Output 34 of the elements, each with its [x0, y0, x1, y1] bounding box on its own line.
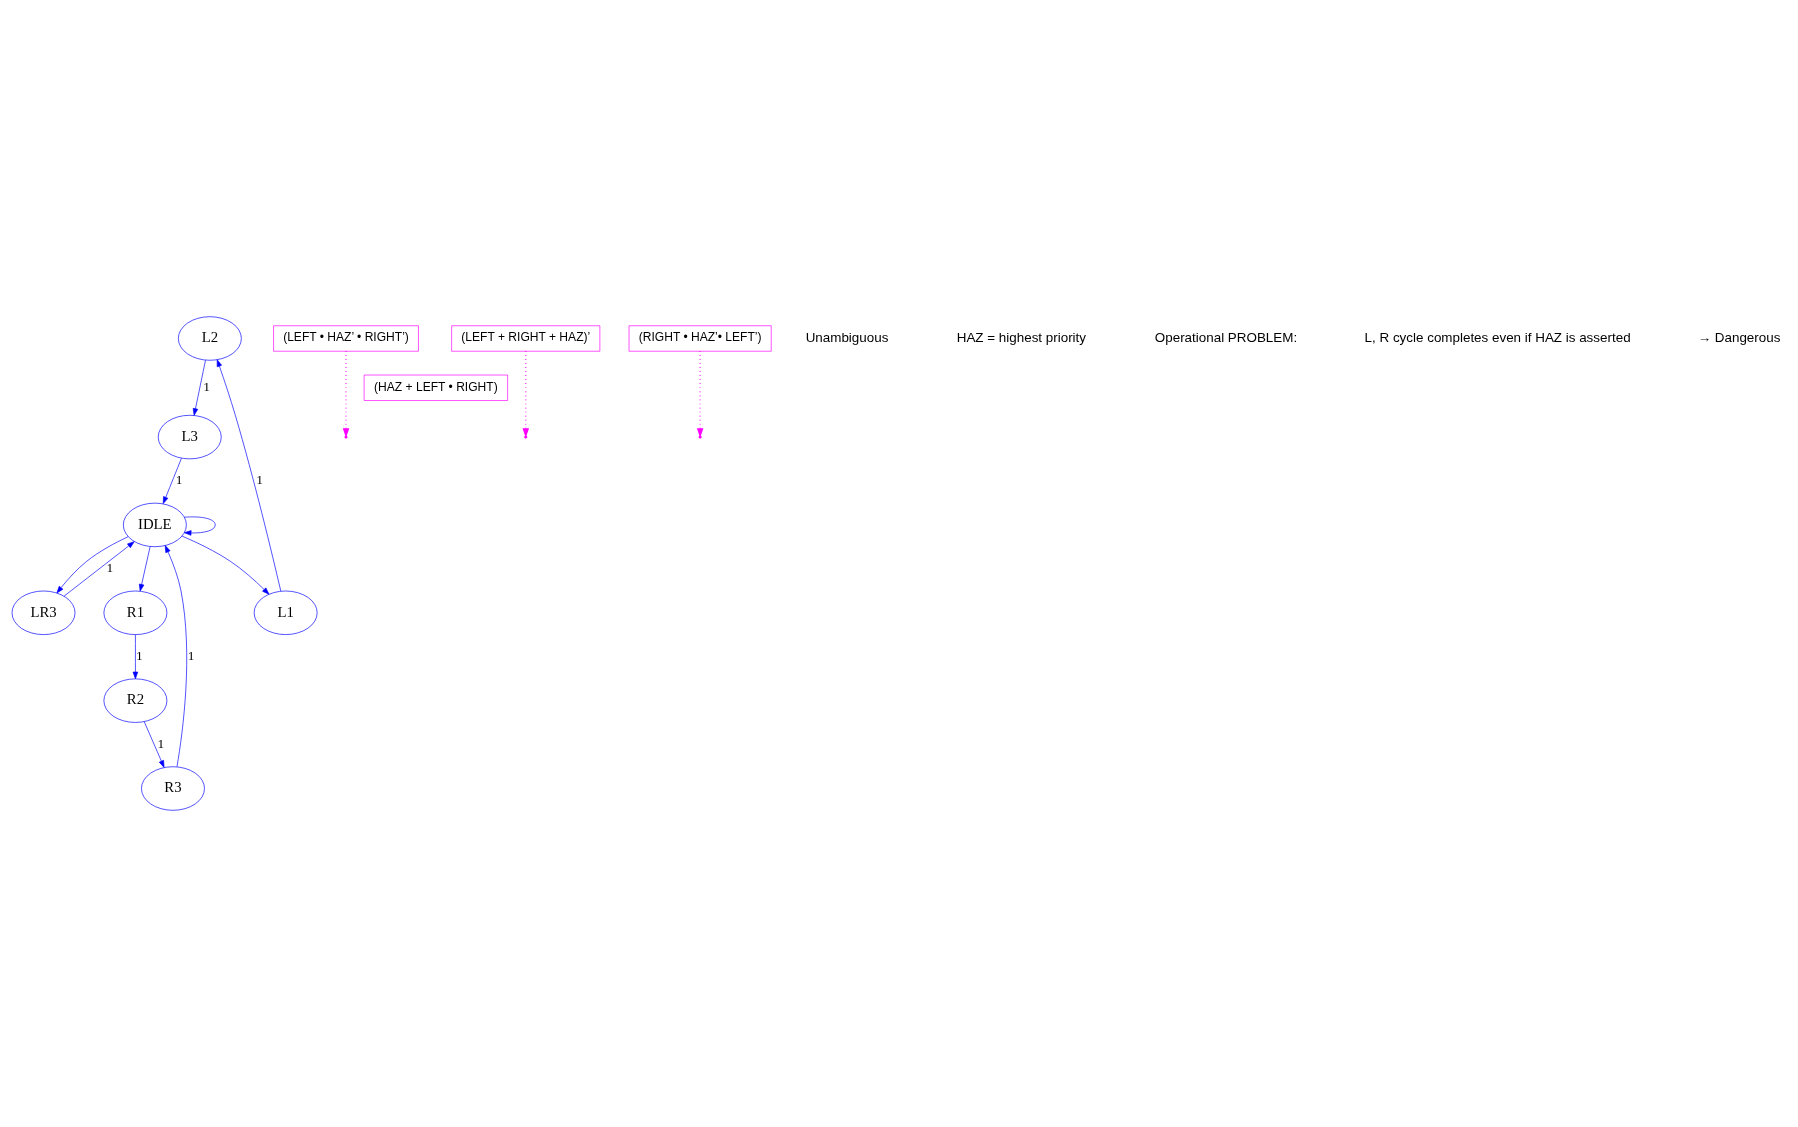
node-ellipse: R2: [103, 678, 168, 723]
node-ellipse: R1: [103, 590, 168, 635]
edge-label: 1: [203, 379, 210, 395]
node-ellipse: R3: [141, 766, 205, 811]
node-box: (LEFT + RIGHT + HAZ)’: [451, 325, 601, 352]
edge-label: 1: [256, 472, 263, 488]
arrow: [192, 359, 206, 416]
label: L, R cycle completes even if HAZ is asserted: [1364, 329, 1631, 345]
node-ellipse: L3: [157, 414, 222, 460]
node-ellipse: LR3: [11, 590, 76, 635]
label: Unambiguous: [805, 329, 889, 345]
node-ellipse: L2: [178, 316, 242, 361]
arrow: [56, 536, 129, 594]
arrow: [181, 535, 270, 595]
label: → Dangerous: [1697, 329, 1781, 345]
arrow: [143, 721, 165, 768]
arrow: [132, 634, 139, 680]
label: Operational PROBLEM:: [1154, 329, 1298, 345]
edge-label: 1: [106, 560, 114, 576]
node-ellipse: L1: [253, 590, 318, 635]
edge-label: 1: [175, 472, 183, 488]
arrow: [63, 541, 135, 597]
edge-label: 1: [136, 648, 143, 664]
edge-label: 1: [157, 735, 165, 751]
arrow: [216, 359, 282, 592]
label: HAZ = highest priority: [956, 329, 1087, 345]
arrow: [164, 545, 188, 767]
arrow: [184, 516, 216, 536]
arrow: [139, 546, 151, 592]
arrow: [162, 457, 182, 504]
node-box: (HAZ + LEFT • RIGHT): [363, 374, 508, 401]
edge-label: 1: [187, 648, 195, 664]
node-box: (LEFT • HAZ’ • RIGHT’): [273, 325, 419, 352]
node-box: (RIGHT • HAZ’• LEFT’): [628, 325, 772, 352]
